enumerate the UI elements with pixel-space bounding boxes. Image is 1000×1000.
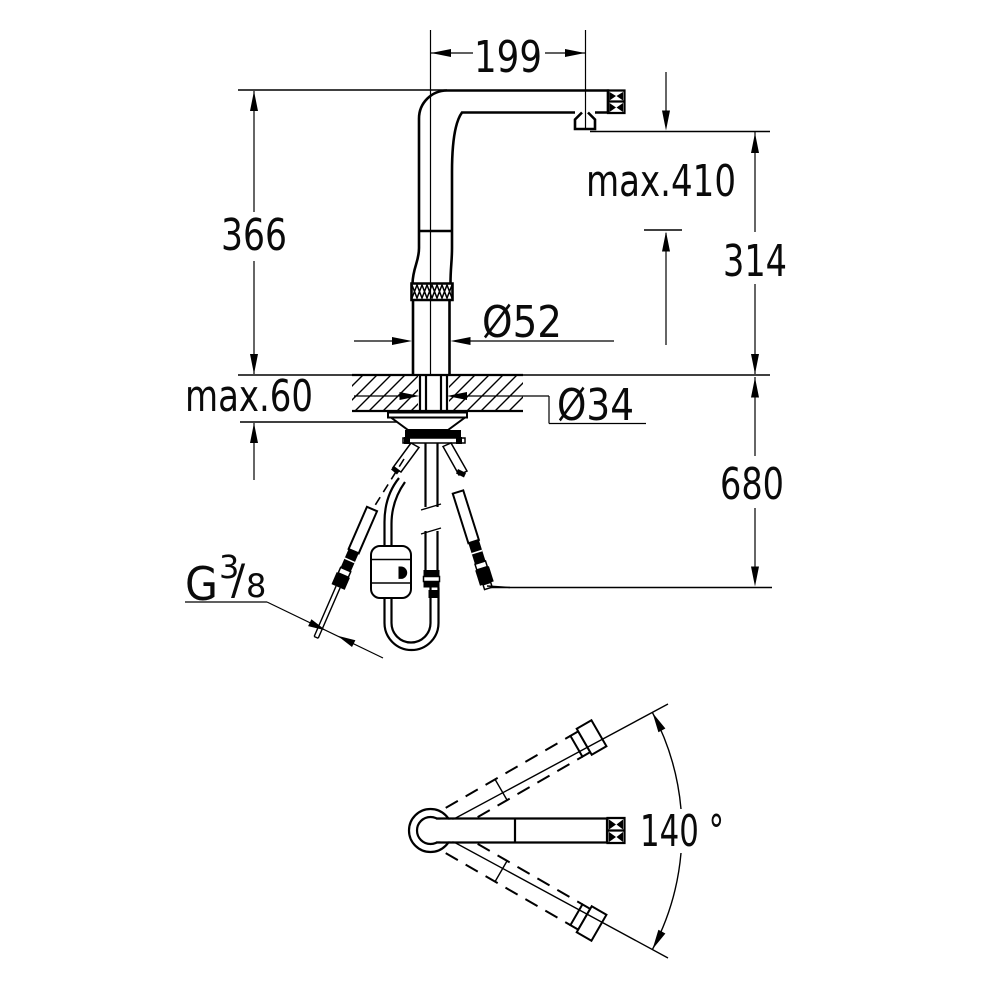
band-slit bbox=[344, 557, 356, 564]
arm-dashed-outline bbox=[445, 831, 583, 927]
hose-sleeve bbox=[451, 489, 481, 545]
arm-dashed-outline bbox=[445, 734, 583, 830]
grip-knurl-band bbox=[411, 282, 453, 301]
hose-break-ticks bbox=[420, 503, 442, 535]
dim-hole-diameter: Ø34 bbox=[557, 380, 634, 431]
hose-nut bbox=[475, 566, 494, 586]
hose-u-bend bbox=[383, 477, 440, 652]
hose-collar bbox=[337, 566, 352, 579]
dim-max-counter-thickness: max.60 bbox=[185, 371, 313, 422]
plate-nub-left bbox=[404, 437, 410, 444]
thread-g: G bbox=[185, 557, 218, 611]
mounting-stud-right bbox=[441, 442, 469, 476]
hose-ref-link bbox=[486, 585, 511, 589]
arrowheads bbox=[250, 49, 759, 647]
stud-tip-right bbox=[456, 469, 466, 478]
spout-bar-mask bbox=[436, 819, 607, 842]
swivel-arm-lower bbox=[445, 831, 608, 943]
band-slit bbox=[471, 549, 483, 555]
aerator-outline bbox=[606, 89, 626, 115]
supply-hose-right bbox=[451, 489, 494, 591]
thread-label-g38: G 3 / 8 bbox=[185, 548, 266, 611]
counter-section bbox=[352, 373, 523, 413]
thread-denominator: 8 bbox=[246, 567, 266, 605]
spout-bar-aerator-outline bbox=[606, 816, 626, 845]
arm-joint-tick bbox=[494, 860, 508, 882]
check-valve-mark bbox=[398, 566, 408, 579]
dimensions: 199 366 max.410 314 Ø52 max.60 Ø34 680 G… bbox=[185, 32, 787, 659]
hose-shank-segment bbox=[424, 443, 439, 507]
swivel-arm-upper bbox=[445, 718, 608, 830]
check-valve-lines bbox=[371, 558, 411, 584]
hose-sleeve bbox=[347, 505, 379, 555]
aerator-hatch bbox=[609, 92, 623, 112]
hose-nut-lower bbox=[423, 581, 440, 588]
angle-radius-lines bbox=[451, 703, 669, 959]
hose-nut bbox=[331, 572, 350, 590]
mounting-flange bbox=[387, 411, 469, 431]
top-view: 140 ° bbox=[407, 703, 724, 959]
thread-slash: / bbox=[231, 555, 246, 604]
thread-numerator: 3 bbox=[219, 548, 239, 586]
under-counter-assembly bbox=[313, 411, 511, 652]
dim-max-height: max.410 bbox=[586, 156, 736, 207]
dim-height-above-deck: 366 bbox=[221, 210, 287, 261]
plate-nub-right bbox=[456, 437, 462, 444]
arm-aerator bbox=[575, 904, 608, 943]
hose-band bbox=[428, 590, 439, 598]
stud-hose-dash bbox=[373, 458, 405, 508]
counter-hatch bbox=[352, 376, 523, 411]
counter-edges bbox=[352, 373, 523, 413]
faucet-body bbox=[410, 89, 626, 374]
arm-joint-tick bbox=[494, 779, 508, 801]
mounting-stud-left bbox=[391, 442, 421, 473]
arm-aerator bbox=[575, 718, 608, 757]
dim-swivel-angle: 140 ° bbox=[640, 806, 724, 857]
dim-below-deck-length: 680 bbox=[720, 459, 784, 510]
dim-spout-reach: 199 bbox=[474, 32, 542, 83]
spout-bar-aerator-hatch bbox=[609, 819, 623, 842]
hose-nut-upper bbox=[423, 570, 440, 577]
hose-nut-gap bbox=[422, 575, 441, 583]
side-view: 199 366 max.410 314 Ø52 max.60 Ø34 680 G… bbox=[185, 30, 787, 659]
spout-bar bbox=[436, 817, 609, 844]
hose-lower-segment bbox=[424, 531, 440, 623]
dimension-lines bbox=[185, 52, 756, 659]
dim-outlet-height: 314 bbox=[723, 236, 787, 287]
stud-tip-left bbox=[391, 466, 400, 475]
stabilizer-plate bbox=[402, 437, 466, 444]
supply-hose-left bbox=[313, 505, 379, 639]
mounting-seal bbox=[405, 430, 461, 438]
dim-body-diameter: Ø52 bbox=[482, 297, 562, 348]
